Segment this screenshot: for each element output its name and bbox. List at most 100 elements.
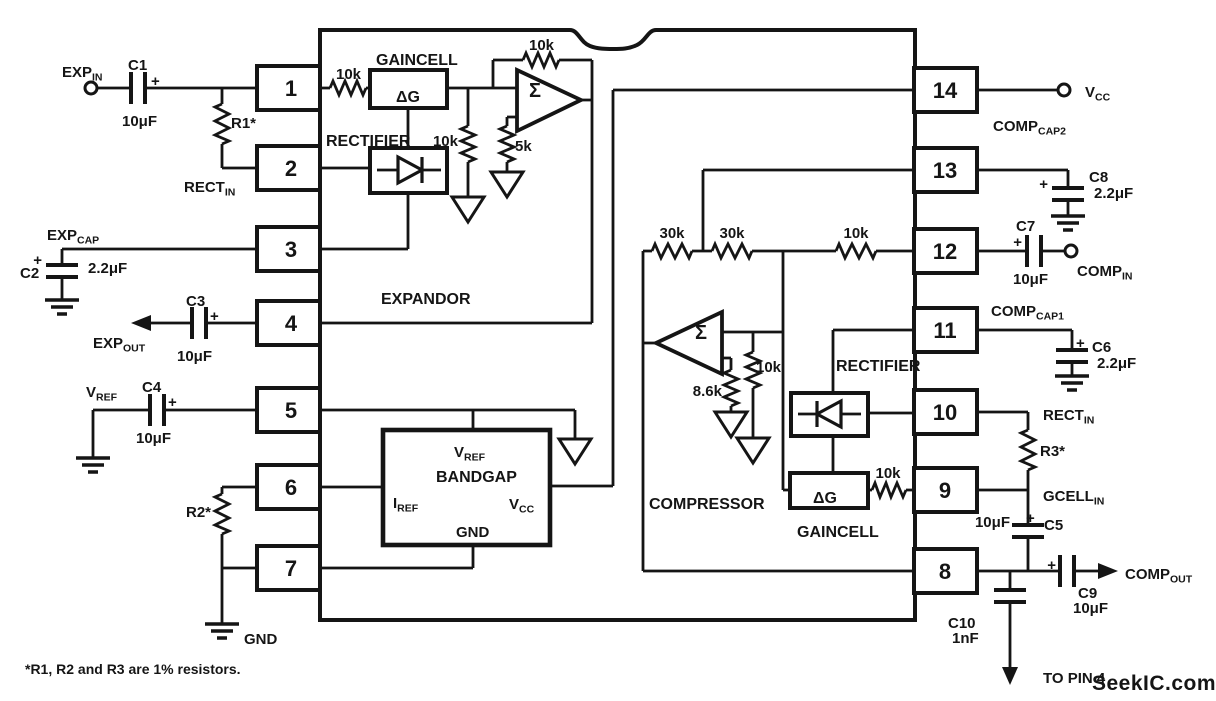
earth-ground-icon — [1051, 214, 1085, 232]
c7-polarity: + — [1013, 234, 1022, 251]
comp-in-terminal — [1063, 243, 1079, 259]
compressor-30k-b-label: 30k — [719, 225, 745, 242]
compressor-sigma-label: Σ — [695, 322, 707, 344]
c8-ref: C8 — [1089, 169, 1108, 186]
pin-box-13 — [912, 146, 979, 194]
pin-number: 12 — [933, 239, 957, 264]
pin-box-12 — [912, 227, 979, 275]
pin-number: 1 — [285, 76, 297, 101]
c5-polarity: + — [1026, 510, 1035, 527]
expandor-title: EXPANDOR — [381, 291, 471, 308]
earth-ground-icon — [1055, 374, 1089, 392]
compressor-section: 30k 30k 10k 10k 8.6k Σ RECTIFIER ΔG — [641, 168, 921, 573]
pin-number: 5 — [285, 398, 297, 423]
pin-number: 3 — [285, 237, 297, 262]
rect-in-left-label: RECTIN — [184, 179, 235, 199]
c9-polarity: + — [1047, 557, 1056, 574]
expandor-section: 10k 10k 10k 5k ΔG GAINCELL RECTIFIER Σ E… — [320, 37, 594, 325]
compressor-10k-input-label: 10k — [843, 225, 869, 242]
ground-triangle-icon — [556, 437, 594, 467]
c1-ref: C1 — [128, 57, 147, 74]
vcc-label: VCC — [1085, 84, 1111, 104]
ic-package-outline — [318, 28, 917, 622]
ground-triangle-icon — [734, 436, 772, 466]
pin-number: 13 — [933, 158, 957, 183]
c10-value: 1nF — [952, 630, 979, 647]
bandgap-block: VREF BANDGAP IREF VCC GND — [320, 88, 914, 570]
expandor-delta-g-label: ΔG — [396, 89, 420, 106]
c6-ref: C6 — [1092, 339, 1111, 356]
comp-cap1-label: COMPCAP1 — [991, 303, 1064, 323]
c1-polarity: + — [151, 73, 160, 90]
pin-number: 4 — [285, 311, 298, 336]
compressor-30k-a-label: 30k — [659, 225, 685, 242]
pin-number: 9 — [939, 478, 951, 503]
expandor-ground-resistor-label: 10k — [433, 133, 459, 150]
c10-ref: C10 — [948, 615, 976, 632]
c7-ref: C7 — [1016, 218, 1035, 235]
expandor-sigma-label: Σ — [529, 80, 541, 102]
pin-number: 8 — [939, 559, 951, 584]
pin-box-3 — [255, 225, 322, 273]
pin-number: 10 — [933, 400, 957, 425]
expandor-sum-amp-icon — [515, 67, 586, 135]
c9-value: 10μF — [1073, 600, 1108, 617]
compressor-ground-resistor-label: 10k — [756, 359, 782, 376]
pin-number: 2 — [285, 156, 297, 181]
compressor-output-resistor-label: 10k — [875, 465, 901, 482]
to-pin4-arrow-icon — [1002, 667, 1018, 685]
c1-value: 10μF — [122, 113, 157, 130]
compressor-8-6k-resistor-label: 8.6k — [693, 383, 723, 400]
c2-polarity: + — [33, 252, 42, 269]
expandor-input-resistor-label: 10k — [336, 66, 362, 83]
c3-value: 10μF — [177, 348, 212, 365]
c8-value: 2.2μF — [1094, 185, 1133, 202]
capacitor-c6-icon — [1056, 348, 1088, 364]
vcc-terminal — [1056, 82, 1072, 98]
bandgap-iref-label: IREF — [393, 495, 419, 515]
capacitor-c5-icon — [1012, 523, 1044, 539]
exp-in-terminal — [83, 80, 99, 96]
c9-ref: C9 — [1078, 585, 1097, 602]
earth-ground-icon — [205, 622, 239, 640]
c2-value: 2.2μF — [88, 260, 127, 277]
earth-ground-icon — [76, 456, 110, 474]
capacitor-c7-icon — [1025, 235, 1043, 267]
comp-cap2-label: COMPCAP2 — [993, 118, 1066, 138]
c2-ref: C2 — [20, 265, 39, 282]
c3-polarity: + — [210, 308, 219, 325]
r2-ref: R2* — [186, 504, 211, 521]
capacitor-c2-icon — [46, 263, 78, 279]
ic-pins-right: 14 13 12 11 10 9 8 — [912, 66, 979, 595]
external-left: EXPIN C1 + 10μF R1* RECTIN EXPCAP + C2 2… — [20, 57, 278, 648]
bandgap-box — [380, 427, 553, 548]
c4-ref: C4 — [142, 379, 162, 396]
capacitor-c8-icon — [1052, 186, 1084, 202]
c3-ref: C3 — [186, 293, 205, 310]
exp-out-arrow-icon — [131, 315, 151, 331]
comp-in-label: COMPIN — [1077, 263, 1133, 283]
bandgap-vcc-label: VCC — [509, 496, 535, 516]
ground-triangle-icon — [449, 195, 487, 225]
compressor-title: COMPRESSOR — [649, 496, 765, 513]
expandor-gaincell-title: GAINCELL — [376, 52, 458, 69]
capacitor-c10-icon — [994, 588, 1026, 604]
compressor-rectifier-title: RECTIFIER — [836, 358, 921, 375]
watermark: SeekIC.com — [1092, 672, 1216, 695]
diode-icon — [813, 398, 843, 430]
pin-box-14 — [912, 66, 979, 114]
expandor-5k-resistor-label: 5k — [515, 138, 532, 155]
pin-number: 11 — [933, 318, 956, 343]
pin-box-1 — [255, 64, 322, 112]
footnote: *R1, R2 and R3 are 1% resistors. — [25, 661, 241, 677]
exp-out-label: EXPOUT — [93, 335, 146, 355]
c6-polarity: + — [1076, 335, 1085, 352]
compressor-sum-amp-icon — [651, 309, 724, 377]
expandor-gaincell-box — [368, 68, 449, 110]
ic-pins-left: 1 2 3 4 5 6 7 — [255, 64, 322, 592]
gnd-label: GND — [244, 631, 278, 648]
pin-number: 14 — [933, 78, 958, 103]
r1-ref: R1* — [231, 115, 256, 132]
